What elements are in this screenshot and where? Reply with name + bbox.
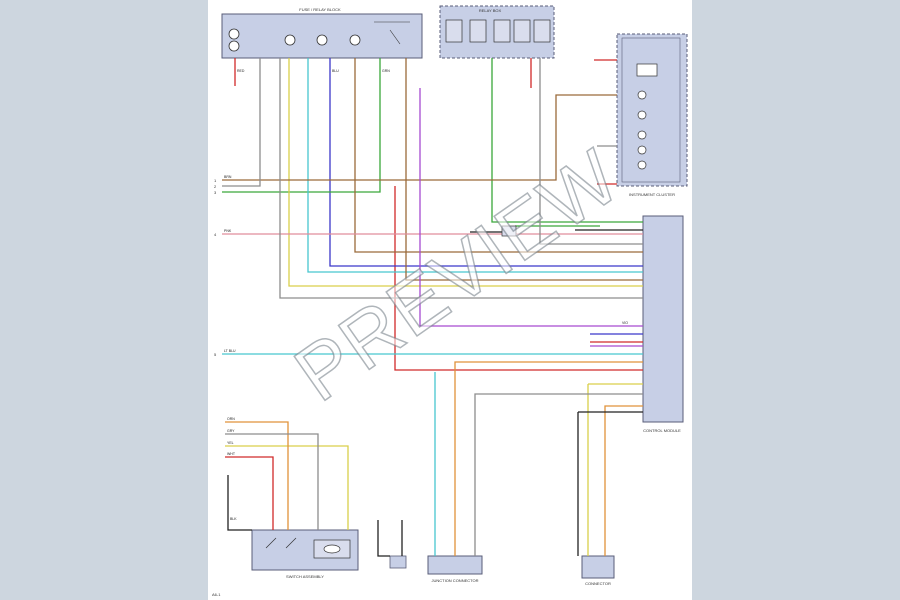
switch-assembly-module: SWITCH ASSEMBLY <box>251 529 359 579</box>
wire-code-labels: RED BLU GRN PNK LT BLU YEL ORN BRN VIO G… <box>224 69 628 521</box>
svg-text:2: 2 <box>214 184 217 189</box>
wire-purple-1 <box>419 88 643 327</box>
switch-assembly-label: SWITCH ASSEMBLY <box>286 574 324 579</box>
wire-code-cyan: LT BLU <box>224 349 236 353</box>
svg-text:1: 1 <box>214 178 217 183</box>
splice-box <box>501 225 517 237</box>
fuse-relay-module: FUSE / RELAY BLOCK <box>221 7 423 59</box>
control-module: CONTROL MODULE <box>642 215 684 433</box>
wire-red-6 <box>225 456 274 530</box>
relay-box-label: RELAY BOX <box>479 8 502 13</box>
wire-brown-2 <box>222 94 617 181</box>
bottom-right-connector-label: CONNECTOR <box>585 581 611 586</box>
page-id: A6-1 <box>212 592 221 597</box>
wire-gray-3 <box>539 58 643 245</box>
small-connector <box>389 555 407 569</box>
wire-code-red: RED <box>237 69 245 73</box>
left-edge-markers: 1 2 3 4 5 <box>214 178 217 357</box>
wire-code-pink: PNK <box>224 229 232 233</box>
wire-gray-1 <box>222 58 261 187</box>
svg-text:5: 5 <box>214 352 217 357</box>
wire-code-purple: VIO <box>622 321 628 325</box>
cluster-label: INSTRUMENT CLUSTER <box>629 192 675 197</box>
wire-gray-2 <box>279 58 643 299</box>
wire-orange-1 <box>225 421 289 530</box>
control-module-label: CONTROL MODULE <box>643 428 681 433</box>
wire-green-1 <box>222 58 381 193</box>
wire-code-gray: GRY <box>227 429 235 433</box>
wire-gray-4 <box>474 393 643 556</box>
wire-code-black: BLK <box>230 517 237 521</box>
junction-connector-module: JUNCTION CONNECTOR <box>427 555 483 583</box>
wire-gray-5 <box>225 433 319 530</box>
fuse-relay-label: FUSE / RELAY BLOCK <box>299 7 341 12</box>
wire-code-blue: BLU <box>332 69 339 73</box>
relay-box-module: RELAY BOX <box>439 5 555 59</box>
wire-yellow-1 <box>288 58 643 287</box>
wire-black-1 <box>227 475 252 531</box>
wire-cyan-1 <box>307 58 643 273</box>
wire-code-orange: ORN <box>227 417 235 421</box>
wire-brown-3 <box>405 58 643 281</box>
wire-green-2 <box>491 58 643 223</box>
wire-code-white: WHT <box>227 452 236 456</box>
wire-code-yellow: YEL <box>227 441 234 445</box>
instrument-cluster-module: INSTRUMENT CLUSTER <box>616 33 688 197</box>
wire-code-green: GRN <box>382 69 390 73</box>
wire-code-brown: BRN <box>224 175 232 179</box>
wire-blue-1 <box>329 58 643 267</box>
wire-orange-3 <box>604 405 643 556</box>
wire-red-7 <box>394 186 643 371</box>
svg-text:3: 3 <box>214 190 217 195</box>
wire-orange-2 <box>454 361 643 556</box>
wire-black-6 <box>377 520 390 557</box>
wire-yellow-2 <box>225 445 349 530</box>
wire-brown-1 <box>354 58 643 253</box>
svg-text:4: 4 <box>214 232 217 237</box>
wires <box>222 58 643 557</box>
junction-connector-label: JUNCTION CONNECTOR <box>431 578 478 583</box>
bottom-right-connector-module: CONNECTOR <box>581 555 615 586</box>
